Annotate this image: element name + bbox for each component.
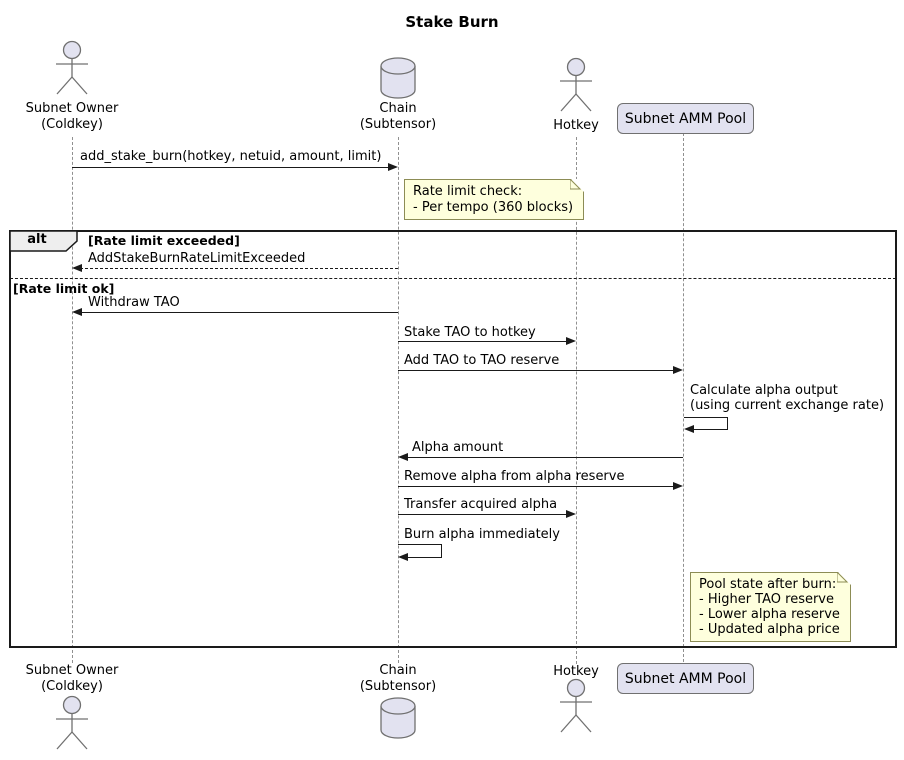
participant-subtitle: (Coldkey) [41, 679, 103, 694]
participant-name: Chain [379, 101, 417, 116]
message-arrow-line [406, 457, 683, 458]
note-line: - Updated alpha price [699, 622, 840, 637]
participant-name: Subnet Owner [25, 101, 119, 116]
guard-rate-limit-ok: [Rate limit ok] [13, 281, 115, 296]
message-arrow-line [80, 312, 398, 313]
message-arrow-line [80, 268, 398, 269]
participant-name: Subnet AMM Pool [624, 110, 747, 127]
self-message-line [398, 544, 442, 545]
message-arrow-line [398, 370, 673, 371]
actor-icon [554, 57, 598, 115]
arrowhead-left-icon [72, 308, 82, 316]
note-line: Rate limit check: [413, 184, 523, 199]
note-line: Pool state after burn: [699, 577, 837, 592]
participant-amm-pool-bottom: Subnet AMM Pool [617, 663, 754, 694]
lifeline-amm-pool [683, 133, 684, 662]
note-fold-icon [570, 179, 584, 192]
message-transfer-alpha: Transfer acquired alpha [404, 497, 558, 512]
database-icon [378, 56, 418, 102]
arrowhead-left-icon [398, 453, 408, 461]
self-message-line [684, 417, 728, 418]
note-line: - Per tempo (360 blocks) [413, 200, 574, 215]
note-pool-state: Pool state after burn: - Higher TAO rese… [690, 572, 851, 642]
message-withdraw-tao: Withdraw TAO [88, 295, 180, 310]
self-message-line [727, 417, 728, 429]
actor-icon [50, 695, 94, 753]
arrowhead-right-icon [388, 163, 398, 171]
message-remove-alpha: Remove alpha from alpha reserve [404, 469, 625, 484]
note-rate-limit-check: Rate limit check: - Per tempo (360 block… [404, 179, 584, 220]
actor-icon [554, 678, 598, 736]
message-arrow-line [72, 167, 388, 168]
arrowhead-right-icon [566, 337, 576, 345]
participant-name: Subnet Owner [25, 663, 119, 678]
message-calc-alpha: Calculate alpha output (using current ex… [690, 383, 884, 413]
participant-subtitle: (Subtensor) [359, 679, 437, 694]
message-stake-tao: Stake TAO to hotkey [404, 325, 536, 340]
participant-subtitle: (Subtensor) [359, 117, 437, 132]
participant-name: Chain [379, 663, 417, 678]
arrowhead-left-icon [398, 553, 408, 561]
arrowhead-left-icon [684, 425, 694, 433]
self-message-line [441, 544, 442, 557]
arrowhead-right-icon [673, 366, 683, 374]
message-line: (using current exchange rate) [690, 398, 885, 413]
message-arrow-line [398, 341, 566, 342]
participant-name: Subnet AMM Pool [624, 670, 747, 687]
note-line: - Lower alpha reserve [699, 607, 840, 622]
participant-name: Hotkey [553, 664, 599, 679]
lifeline-hotkey [576, 137, 577, 664]
message-add-tao-reserve: Add TAO to TAO reserve [404, 353, 560, 368]
arrowhead-right-icon [673, 482, 683, 490]
alt-frame-label: alt [27, 232, 47, 247]
message-arrow-line [398, 486, 673, 487]
guard-rate-limit-exceeded: [Rate limit exceeded] [88, 233, 240, 248]
participant-subtitle: (Coldkey) [41, 117, 103, 132]
arrowhead-right-icon [566, 510, 576, 518]
message-line: Calculate alpha output [690, 383, 838, 398]
actor-icon [50, 40, 94, 98]
note-line: - Higher TAO reserve [699, 592, 835, 607]
message-arrow-line [398, 514, 566, 515]
lifeline-chain [397, 137, 399, 663]
message-rate-limit-exceeded: AddStakeBurnRateLimitExceeded [88, 251, 306, 266]
message-alpha-amount: Alpha amount [412, 440, 504, 455]
self-message-line [694, 429, 728, 430]
diagram-title: Stake Burn [405, 13, 499, 31]
participant-amm-pool-top: Subnet AMM Pool [617, 103, 754, 134]
message-burn-alpha: Burn alpha immediately [404, 527, 560, 542]
alt-divider [10, 278, 896, 279]
participant-chain-top: Chain (Subtensor) [328, 101, 468, 133]
participant-hotkey-top: Hotkey [506, 118, 646, 134]
alt-frame [9, 230, 897, 648]
participant-chain-bottom: Chain (Subtensor) [328, 663, 468, 695]
self-message-line [408, 557, 442, 558]
participant-subnet-owner-bottom: Subnet Owner (Coldkey) [2, 663, 142, 695]
note-fold-icon [837, 572, 851, 585]
message-add-stake-burn: add_stake_burn(hotkey, netuid, amount, l… [80, 149, 382, 164]
participant-subnet-owner-top: Subnet Owner (Coldkey) [2, 101, 142, 133]
lifeline-subnet-owner [71, 137, 73, 663]
alt-frame-label-shape [9, 230, 79, 253]
participant-name: Hotkey [553, 118, 599, 133]
participant-hotkey-bottom: Hotkey [506, 664, 646, 680]
database-icon [378, 696, 418, 742]
arrowhead-left-icon [72, 264, 82, 272]
